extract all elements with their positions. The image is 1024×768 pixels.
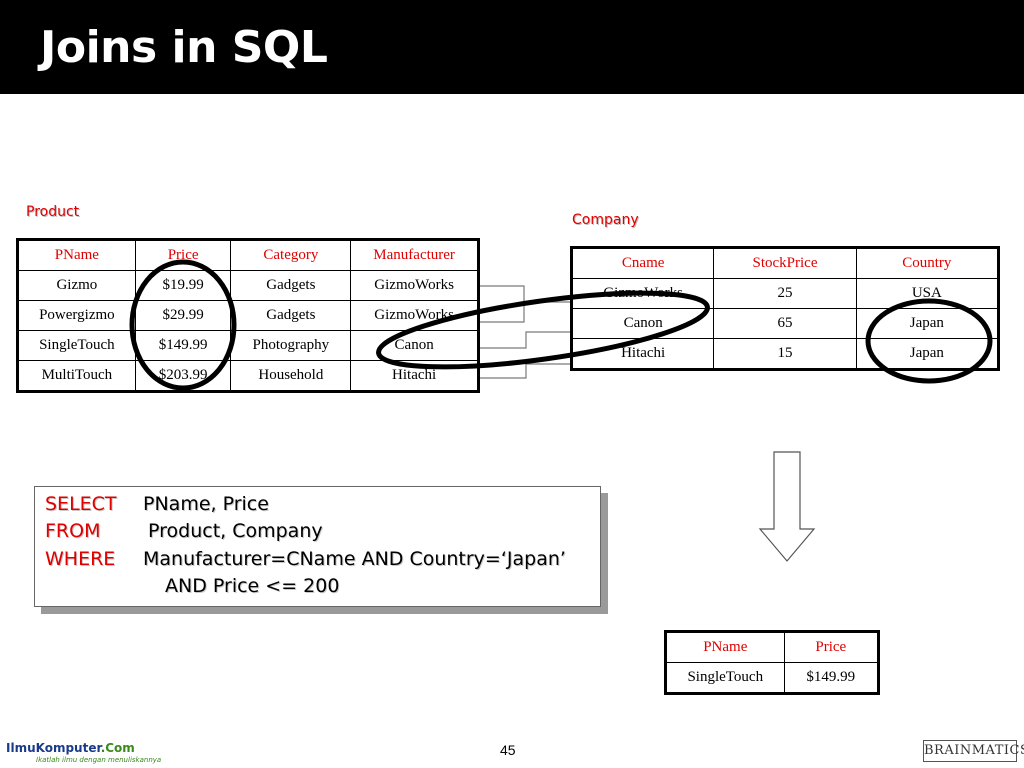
table-cell: Hitachi xyxy=(350,360,479,392)
table-cell: $149.99 xyxy=(134,330,232,361)
table-cell: Hitachi xyxy=(570,338,715,370)
table-cell: $29.99 xyxy=(134,300,232,331)
table-cell: 25 xyxy=(713,278,857,309)
column-header: Price xyxy=(134,239,232,271)
table-cell: SingleTouch xyxy=(665,662,785,694)
column-header: Price xyxy=(783,631,880,663)
table-header-row: PName Price xyxy=(665,631,880,663)
column-header: Country xyxy=(855,247,1000,279)
column-header: PName xyxy=(665,631,785,663)
logo-domain-text: .Com xyxy=(100,741,135,755)
from-clause: Product, Company xyxy=(148,520,323,542)
table-cell: Powergizmo xyxy=(17,300,136,331)
company-table-caption: Company xyxy=(572,212,639,228)
table-cell: $19.99 xyxy=(134,270,232,301)
table-cell: $203.99 xyxy=(134,360,232,392)
table-row: Gizmo $19.99 Gadgets GizmoWorks xyxy=(17,270,479,301)
logo-tagline: Ikatlah ilmu dengan menuliskannya xyxy=(36,756,162,764)
table-header-row: PName Price Category Manufacturer xyxy=(17,239,479,271)
from-keyword: FROM xyxy=(45,520,101,542)
where-line: WHERE Manufacturer=CName AND Country=‘Jap… xyxy=(45,548,566,570)
table-row: SingleTouch $149.99 Photography Canon xyxy=(17,330,479,361)
join-connector-lines xyxy=(480,285,570,379)
table-cell: Photography xyxy=(230,330,352,361)
table-header-row: Cname StockPrice Country xyxy=(570,247,1000,279)
table-cell: MultiTouch xyxy=(17,360,136,392)
company-table: Cname StockPrice Country GizmoWorks 25 U… xyxy=(570,246,1000,371)
table-cell: Gadgets xyxy=(230,300,352,331)
table-cell: GizmoWorks xyxy=(350,300,479,331)
title-bar: Joins in SQL xyxy=(0,0,1024,94)
page-number: 45 xyxy=(500,742,516,758)
column-header: Cname xyxy=(570,247,715,279)
table-cell: GizmoWorks xyxy=(350,270,479,301)
table-cell: Gadgets xyxy=(230,270,352,301)
column-header: Category xyxy=(230,239,352,271)
table-cell: Canon xyxy=(350,330,479,361)
select-keyword: SELECT xyxy=(45,493,117,515)
from-line: FROM Product, Company xyxy=(45,520,323,542)
table-cell: Gizmo xyxy=(17,270,136,301)
where-clause: Manufacturer=CName AND Country=‘Japan’ xyxy=(143,548,566,570)
table-row: GizmoWorks 25 USA xyxy=(570,278,1000,309)
table-cell: Japan xyxy=(855,308,1000,339)
connector-line xyxy=(480,363,570,379)
table-cell: 15 xyxy=(713,338,857,370)
and-clause: AND Price <= 200 xyxy=(165,575,340,597)
slide-title: Joins in SQL xyxy=(40,22,328,73)
table-row: Canon 65 Japan xyxy=(570,308,1000,339)
select-clause: PName, Price xyxy=(143,493,269,515)
product-table: PName Price Category Manufacturer Gizmo … xyxy=(16,238,480,393)
connector-line xyxy=(480,285,525,323)
table-row: Hitachi 15 Japan xyxy=(570,338,1000,370)
table-cell: 65 xyxy=(713,308,857,339)
ilmukomputer-logo: IlmuKomputer.Com Ikatlah ilmu dengan men… xyxy=(6,737,161,764)
table-row: SingleTouch $149.99 xyxy=(665,662,880,694)
logo-main-text: IlmuKomputer xyxy=(6,741,101,755)
product-table-caption: Product xyxy=(26,204,80,220)
table-cell: $149.99 xyxy=(783,662,880,694)
select-line: SELECT PName, Price xyxy=(45,493,269,515)
table-cell: Japan xyxy=(855,338,1000,370)
table-row: Powergizmo $29.99 Gadgets GizmoWorks xyxy=(17,300,479,331)
down-arrow-icon xyxy=(758,451,816,562)
table-cell: USA xyxy=(855,278,1000,309)
result-table: PName Price SingleTouch $149.99 xyxy=(664,630,880,695)
table-row: MultiTouch $203.99 Household Hitachi xyxy=(17,360,479,392)
table-cell: Canon xyxy=(570,308,715,339)
column-header: Manufacturer xyxy=(350,239,479,271)
connector-line xyxy=(480,331,570,349)
column-header: StockPrice xyxy=(713,247,857,279)
table-cell: SingleTouch xyxy=(17,330,136,361)
brainmatics-logo: BRAINMATICS xyxy=(923,740,1024,762)
table-cell: Household xyxy=(230,360,352,392)
table-cell: GizmoWorks xyxy=(570,278,715,309)
where-keyword: WHERE xyxy=(45,548,116,570)
column-header: PName xyxy=(17,239,136,271)
